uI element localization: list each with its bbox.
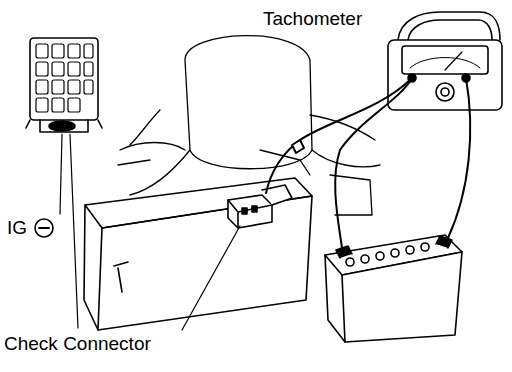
relay-box xyxy=(84,178,312,330)
tachometer xyxy=(388,12,502,110)
connector-detail xyxy=(26,38,102,132)
test-leads xyxy=(266,78,470,248)
battery xyxy=(325,235,462,342)
part-label: Check Connector xyxy=(3,333,152,355)
check-connector xyxy=(228,185,292,228)
ground-symbol xyxy=(35,219,53,237)
terminal-label: IG xyxy=(6,217,28,239)
engine-parts xyxy=(118,36,380,215)
leader-lines xyxy=(60,134,240,330)
part-label: Tachometer xyxy=(262,8,363,30)
